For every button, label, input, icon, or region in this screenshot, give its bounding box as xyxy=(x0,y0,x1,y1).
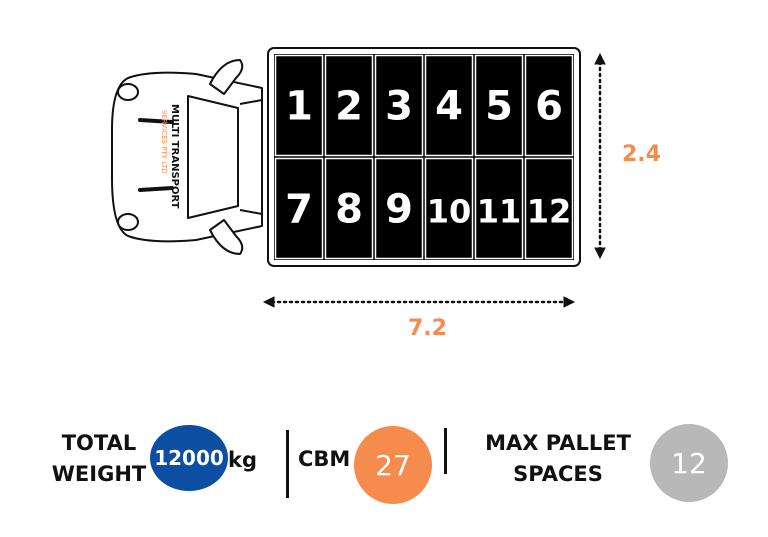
pallet-slot-label-5: 5 xyxy=(485,84,513,130)
divider-1 xyxy=(286,430,289,498)
pallet-slot-7 xyxy=(274,157,324,260)
pallet-slot-label-11: 11 xyxy=(477,193,522,231)
pallet-slot-5 xyxy=(474,54,524,157)
max-pallet-badge: 12 xyxy=(650,424,728,502)
pallet-slot-10 xyxy=(424,157,474,260)
truck-brand-subtext: SERVICES PTY LTD xyxy=(160,110,168,174)
pallet-slot-label-1: 1 xyxy=(285,84,313,130)
cbm-badge: 27 xyxy=(354,426,432,504)
pallet-slot-4 xyxy=(424,54,474,157)
pallet-slot-2 xyxy=(324,54,374,157)
stats-row: TOTAL WEIGHT 12000 kg CBM 27 MAX PALLET … xyxy=(0,410,768,510)
cbm-label: CBM xyxy=(298,447,351,471)
total-weight-badge: 12000 xyxy=(150,425,228,491)
divider-2 xyxy=(444,428,447,474)
pallet-slot-8 xyxy=(324,157,374,260)
pallet-slot-label-4: 4 xyxy=(435,84,463,130)
pallet-slot-label-3: 3 xyxy=(385,84,413,130)
cbm-value: 27 xyxy=(375,448,411,482)
pallet-slot-label-10: 10 xyxy=(427,193,472,231)
total-weight-unit: kg xyxy=(228,448,257,472)
pallet-slot-label-12: 12 xyxy=(527,193,572,231)
height-dimension-label: 2.4 xyxy=(622,142,661,167)
pallet-slot-3 xyxy=(374,54,424,157)
total-weight-value: 12000 xyxy=(154,446,224,470)
truck-cab xyxy=(111,59,263,255)
height-dimension-line xyxy=(594,52,606,260)
width-dimension-label: 7.2 xyxy=(408,316,447,341)
pallet-slot-label-2: 2 xyxy=(335,84,363,130)
pallet-slot-label-8: 8 xyxy=(335,187,363,233)
pallet-slot-11 xyxy=(474,157,524,260)
max-pallet-label-line2: SPACES xyxy=(513,462,603,486)
pallet-slot-9 xyxy=(374,157,424,260)
total-weight-label-line2: WEIGHT xyxy=(51,462,147,486)
max-pallet-value: 12 xyxy=(671,446,707,480)
pallet-slot-label-6: 6 xyxy=(535,84,563,130)
max-pallet-label-line1: MAX PALLET xyxy=(485,431,631,455)
pallet-slot-label-9: 9 xyxy=(385,187,413,233)
truck-brand-text: MULTI TRANSPORT xyxy=(169,104,180,209)
total-weight-label-line1: TOTAL xyxy=(61,431,137,455)
total-weight-label: TOTAL WEIGHT xyxy=(44,428,154,490)
width-dimension-line xyxy=(262,296,576,308)
max-pallet-label: MAX PALLET SPACES xyxy=(468,428,648,490)
pallet-slot-1 xyxy=(274,54,324,157)
pallet-slot-6 xyxy=(524,54,574,157)
pallet-slot-12 xyxy=(524,157,574,260)
pallet-slot-label-7: 7 xyxy=(285,187,313,233)
